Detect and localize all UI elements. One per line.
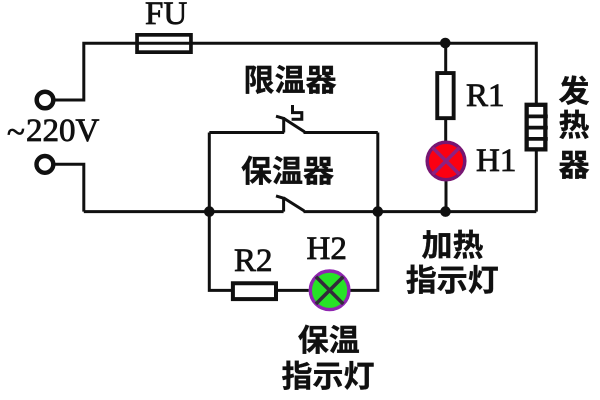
- svg-text:R2: R2: [234, 243, 273, 279]
- svg-text:R1: R1: [466, 78, 505, 114]
- svg-text:保温: 保温: [298, 315, 360, 360]
- svg-text:~: ~: [7, 115, 25, 151]
- svg-text:220V: 220V: [26, 113, 100, 149]
- svg-text:热: 热: [559, 100, 590, 145]
- svg-text:器: 器: [559, 140, 590, 185]
- svg-text:加热: 加热: [422, 220, 484, 265]
- svg-text:指示灯: 指示灯: [282, 351, 375, 396]
- svg-text:FU: FU: [145, 0, 187, 32]
- svg-text:保温器: 保温器: [241, 146, 334, 191]
- svg-text:指示灯: 指示灯: [406, 255, 499, 300]
- svg-text:H1: H1: [476, 143, 516, 179]
- svg-text:限温器: 限温器: [244, 55, 337, 100]
- svg-text:H2: H2: [307, 231, 347, 267]
- svg-text:发: 发: [559, 66, 590, 111]
